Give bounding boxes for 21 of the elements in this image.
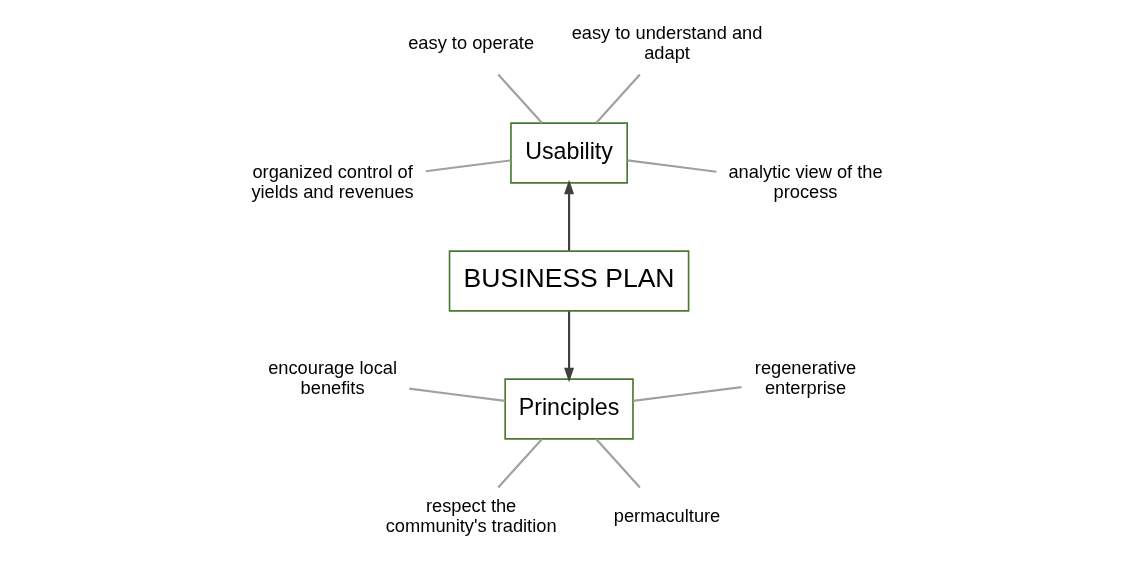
connector (595, 73, 641, 124)
node-text: analytic view of the process (727, 160, 883, 202)
node-box: Usability (509, 122, 628, 184)
node-text: respect the community's tradition (385, 495, 557, 537)
connector (425, 159, 511, 173)
node-text: easy to understand and adapt (571, 22, 762, 64)
node-box: Principles (503, 378, 634, 440)
node-text: regenerative enterprise (754, 356, 856, 398)
node-box: BUSINESS PLAN (448, 250, 689, 312)
node-text: organized control of yields and revenues (250, 160, 414, 202)
connector (496, 73, 543, 124)
connector (408, 387, 505, 402)
connector (595, 438, 641, 489)
connector (626, 159, 717, 173)
node-text: permaculture (613, 505, 720, 527)
arrow (563, 179, 574, 251)
arrow (563, 311, 574, 383)
connector (632, 386, 742, 402)
node-text: encourage local benefits (267, 356, 397, 398)
connector (496, 438, 543, 489)
node-text: easy to operate (407, 32, 534, 54)
